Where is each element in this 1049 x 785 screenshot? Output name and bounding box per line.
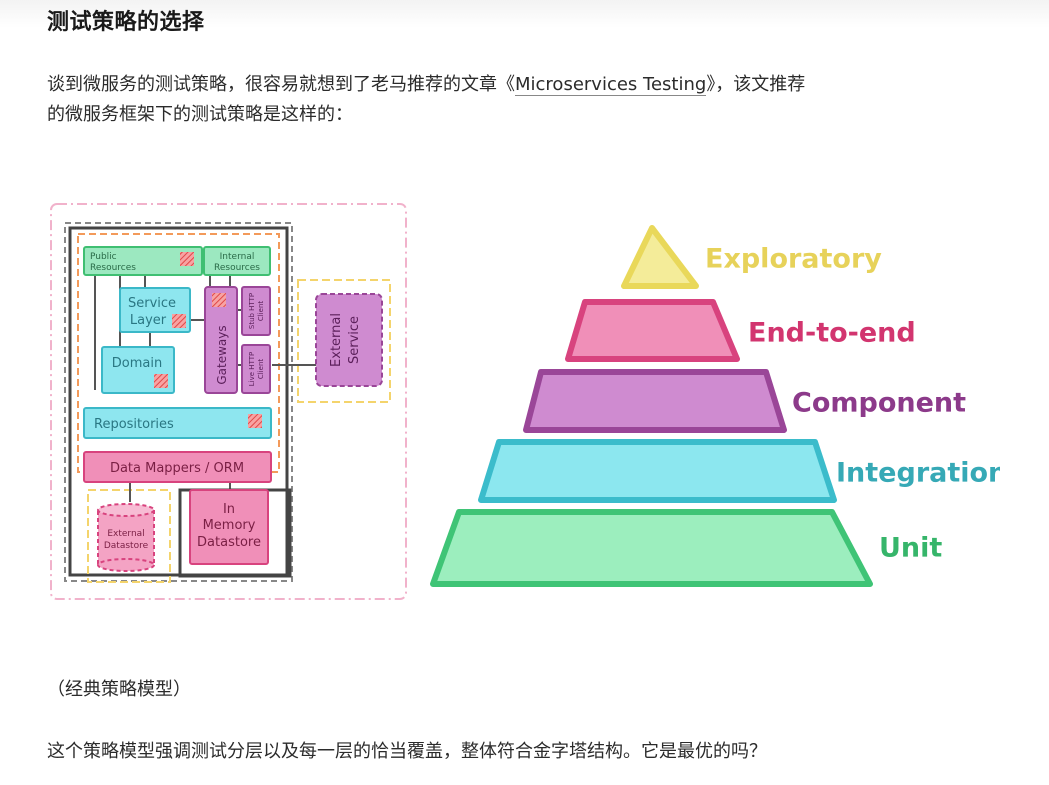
- data-mappers-box: Data Mappers / ORM: [83, 451, 272, 483]
- in-memory-label-3: Datastore: [197, 535, 261, 550]
- in-memory-label-2: Memory: [203, 518, 256, 533]
- public-resources-label-1: Public: [90, 252, 117, 262]
- pyramid-label-component: Component: [792, 388, 966, 419]
- pyramid-level-component: Component: [523, 369, 966, 433]
- section-heading: 测试策略的选择: [47, 10, 205, 35]
- internal-resources-box: Internal Resources: [203, 246, 271, 276]
- yellow-boundary: [297, 279, 391, 403]
- figure-caption: （经典策略模型）: [47, 679, 191, 700]
- external-datastore-label-2: Datastore: [104, 541, 149, 551]
- data-mappers-label: Data Mappers / ORM: [110, 461, 244, 476]
- public-resources-box: Public Resources: [83, 246, 203, 276]
- domain-box: Domain: [101, 346, 175, 394]
- domain-label: Domain: [112, 356, 162, 371]
- live-client-label-2: Client: [257, 359, 265, 380]
- gateways-label: Gateways: [215, 325, 229, 384]
- external-service-label-1: External: [329, 313, 344, 367]
- internal-resources-label-2: Resources: [214, 263, 260, 273]
- in-memory-datastore-box: In Memory Datastore: [178, 488, 292, 578]
- pyramid-level-integration: Integration: [478, 439, 1000, 503]
- stub-http-client-box: Stub HTTP Client: [241, 286, 271, 336]
- architecture-diagram: Public Resources Internal Resources Serv…: [50, 203, 407, 600]
- stub-client-label-2: Client: [257, 301, 265, 322]
- pyramid-level-unit: Unit: [430, 509, 942, 587]
- external-datastore-label-1: External: [107, 529, 144, 539]
- test-pyramid: Exploratory End-to-end Component Integra…: [430, 225, 1000, 587]
- pyramid-tier-component: [523, 369, 787, 433]
- pyramid-label-integration: Integration: [836, 458, 1000, 489]
- pyramid-tier-exploratory: [621, 225, 699, 289]
- external-datastore-cylinder: External Datastore: [97, 503, 155, 572]
- external-service-box: External Service: [315, 293, 383, 387]
- pyramid-label-unit: Unit: [879, 533, 942, 564]
- microservices-testing-link[interactable]: Microservices Testing: [515, 74, 707, 96]
- pyramid-level-end-to-end: End-to-end: [565, 299, 916, 362]
- internal-resources-label-1: Internal: [220, 252, 255, 262]
- live-client-label-1: Live HTTP: [248, 352, 256, 386]
- intro-text-end: 》，该文推荐: [706, 74, 806, 95]
- repositories-label: Repositories: [94, 417, 174, 432]
- public-resources-label-2: Resources: [90, 263, 136, 273]
- pyramid-tier-end-to-end: [565, 299, 740, 362]
- service-layer-box: Service Layer: [119, 287, 191, 333]
- top-fade: [0, 0, 1049, 28]
- gateways-box: Gateways: [204, 286, 238, 394]
- gray-boundary: [64, 222, 293, 582]
- stub-client-label-1: Stub HTTP: [248, 293, 256, 329]
- pyramid-tier-unit: [430, 509, 873, 587]
- conclusion-paragraph: 这个策略模型强调测试分层以及每一层的恰当覆盖，整体符合金字塔结构。它是最优的吗？: [47, 741, 767, 762]
- pyramid-label-end-to-end: End-to-end: [748, 318, 916, 349]
- external-service-label-2: Service: [347, 316, 362, 364]
- pyramid-level-exploratory: Exploratory: [621, 225, 882, 289]
- service-layer-label-1: Service: [128, 296, 176, 311]
- intro-text-start: 谈到微服务的测试策略，很容易就想到了老马推荐的文章《: [47, 74, 515, 95]
- repositories-box: Repositories: [83, 407, 272, 439]
- pyramid-label-exploratory: Exploratory: [705, 244, 882, 275]
- intro-text-line2: 的微服务框架下的测试策略是这样的：: [47, 104, 353, 125]
- live-http-client-box: Live HTTP Client: [241, 344, 271, 394]
- pyramid-tier-integration: [478, 439, 837, 503]
- service-layer-label-2: Layer: [130, 313, 167, 328]
- strategy-figure: Public Resources Internal Resources Serv…: [50, 203, 1000, 600]
- in-memory-label-1: In: [223, 502, 235, 517]
- intro-paragraph: 谈到微服务的测试策略，很容易就想到了老马推荐的文章《Microservices …: [47, 70, 1007, 130]
- outer-pink-boundary: [50, 203, 407, 600]
